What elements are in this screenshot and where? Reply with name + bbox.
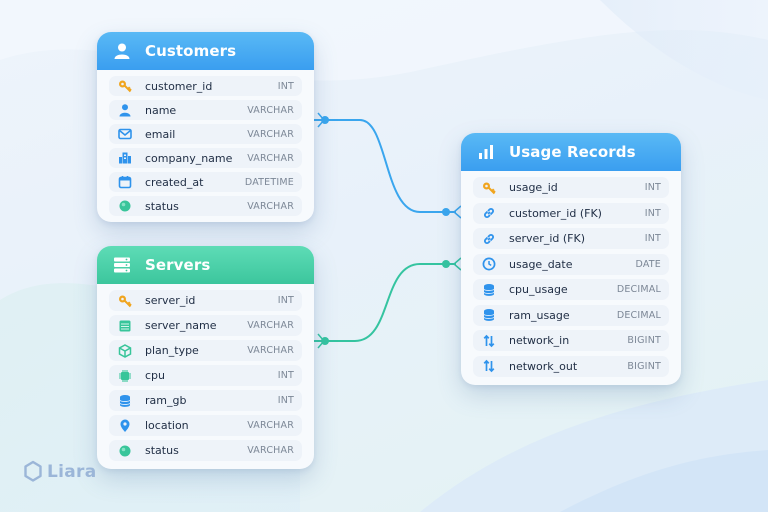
field-name: server_name xyxy=(145,319,217,332)
field-type: INT xyxy=(277,80,294,92)
field-name: ram_gb xyxy=(145,394,187,407)
field-type: BIGINT xyxy=(627,335,661,346)
servers-field-row[interactable]: plan_type VARCHAR xyxy=(109,340,302,361)
user-icon xyxy=(117,102,133,118)
customers-field-row[interactable]: created_at DATETIME xyxy=(109,172,302,192)
field-type: VARCHAR xyxy=(247,420,294,431)
servers-table-header: Servers xyxy=(97,246,314,284)
usage-field-row[interactable]: network_out BIGINT xyxy=(473,355,669,377)
servers-field-row[interactable]: cpu INT xyxy=(109,365,302,386)
field-type: DECIMAL xyxy=(616,284,661,295)
field-type: INT xyxy=(277,395,294,406)
field-type: VARCHAR xyxy=(247,320,294,331)
customers-table[interactable]: Customers customer_id INT name VARCHAR e… xyxy=(97,32,314,222)
usage-records-table-title: Usage Records xyxy=(509,143,636,161)
transfer-arrows-icon xyxy=(481,358,497,374)
usage-field-row[interactable]: network_in BIGINT xyxy=(473,330,669,351)
status-dot-icon xyxy=(117,443,133,459)
servers-field-row[interactable]: server_id INT xyxy=(109,290,302,311)
database-icon xyxy=(481,307,497,323)
liara-logo-icon xyxy=(20,459,46,485)
customers-field-row[interactable]: status VARCHAR xyxy=(109,196,302,216)
status-dot-icon xyxy=(117,198,133,214)
field-type: INT xyxy=(644,182,661,193)
field-type: INT xyxy=(644,233,661,244)
user-icon xyxy=(111,40,133,62)
field-name: created_at xyxy=(145,175,204,189)
field-type: VARCHAR xyxy=(247,445,294,456)
field-name: usage_id xyxy=(509,181,558,194)
servers-field-row[interactable]: server_name VARCHAR xyxy=(109,315,302,336)
field-name: server_id xyxy=(145,294,196,307)
field-name: status xyxy=(145,444,179,457)
link-icon xyxy=(481,205,497,221)
database-icon xyxy=(117,393,133,409)
field-name: network_out xyxy=(509,359,578,373)
field-type: BIGINT xyxy=(627,360,661,372)
field-name: usage_date xyxy=(509,257,573,271)
location-pin-icon xyxy=(117,418,133,434)
brand-logo: Liara xyxy=(20,459,97,485)
servers-field-row[interactable]: location VARCHAR xyxy=(109,415,302,436)
usage-field-row[interactable]: customer_id (FK) INT xyxy=(473,202,669,224)
field-name: email xyxy=(145,127,176,141)
field-name: customer_id (FK) xyxy=(509,206,602,220)
field-type: DATETIME xyxy=(244,176,294,188)
usage-field-row[interactable]: server_id (FK) INT xyxy=(473,228,669,249)
key-icon xyxy=(481,180,497,196)
usage-field-row[interactable]: usage_date DATE xyxy=(473,253,669,275)
customers-field-row[interactable]: customer_id INT xyxy=(109,76,302,96)
customers-field-row[interactable]: name VARCHAR xyxy=(109,100,302,120)
field-name: company_name xyxy=(145,151,233,165)
bar-chart-icon xyxy=(475,141,497,163)
field-type: INT xyxy=(277,295,294,306)
customers-field-row[interactable]: email VARCHAR xyxy=(109,124,302,144)
customers-field-row[interactable]: company_name VARCHAR xyxy=(109,148,302,168)
usage-field-row[interactable]: usage_id INT xyxy=(473,177,669,198)
field-name: location xyxy=(145,419,189,432)
field-type: VARCHAR xyxy=(247,345,294,356)
field-name: cpu xyxy=(145,369,166,382)
field-type: DATE xyxy=(635,258,661,270)
field-type: INT xyxy=(277,370,294,381)
field-type: VARCHAR xyxy=(247,200,294,212)
field-type: VARCHAR xyxy=(247,104,294,116)
field-name: cpu_usage xyxy=(509,283,568,296)
customers-table-header: Customers xyxy=(97,32,314,70)
usage-records-table[interactable]: Usage Records usage_id INT customer_id (… xyxy=(461,133,681,385)
servers-field-row[interactable]: ram_gb INT xyxy=(109,390,302,411)
server-icon xyxy=(111,254,133,276)
customers-table-title: Customers xyxy=(145,42,237,60)
brand-name: Liara xyxy=(47,462,97,482)
servers-table-title: Servers xyxy=(145,256,211,274)
clock-icon xyxy=(481,256,497,272)
key-icon xyxy=(117,78,133,94)
chip-icon xyxy=(117,368,133,384)
transfer-arrows-icon xyxy=(481,333,497,349)
field-type: DECIMAL xyxy=(616,309,661,321)
envelope-icon xyxy=(117,126,133,142)
cube-icon xyxy=(117,343,133,359)
field-type: VARCHAR xyxy=(247,128,294,140)
field-name: server_id (FK) xyxy=(509,232,585,245)
usage-records-table-header: Usage Records xyxy=(461,133,681,171)
field-name: status xyxy=(145,199,179,213)
usage-field-row[interactable]: ram_usage DECIMAL xyxy=(473,304,669,326)
servers-field-row[interactable]: status VARCHAR xyxy=(109,440,302,461)
servers-table[interactable]: Servers server_id INT server_name VARCHA… xyxy=(97,246,314,469)
field-type: INT xyxy=(644,207,661,219)
field-name: plan_type xyxy=(145,344,199,357)
server-rack-icon xyxy=(117,318,133,334)
link-icon xyxy=(481,231,497,247)
field-name: ram_usage xyxy=(509,308,570,322)
building-icon xyxy=(117,150,133,166)
calendar-icon xyxy=(117,174,133,190)
usage-field-row[interactable]: cpu_usage DECIMAL xyxy=(473,279,669,300)
field-type: VARCHAR xyxy=(247,152,294,164)
database-icon xyxy=(481,282,497,298)
field-name: customer_id xyxy=(145,79,213,93)
key-icon xyxy=(117,293,133,309)
field-name: name xyxy=(145,103,177,117)
field-name: network_in xyxy=(509,334,570,347)
